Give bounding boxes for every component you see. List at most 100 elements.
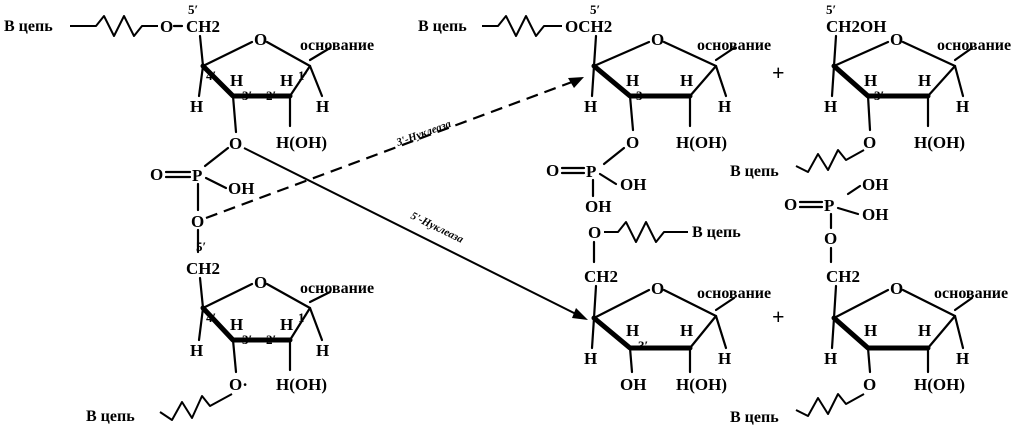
- base-label: основание: [937, 37, 1011, 54]
- bond: [592, 34, 598, 68]
- ch2-group: CH2: [826, 267, 860, 286]
- bond: [308, 290, 332, 304]
- carbon-4-label: 4′: [206, 310, 216, 325]
- carbon-5-label: 5′: [590, 2, 600, 17]
- ring-bonds: [201, 40, 312, 98]
- hydroxyl-group: OH: [585, 197, 611, 216]
- chain-label: В цепь: [730, 163, 779, 180]
- ch2-group: CH2: [186, 17, 220, 36]
- ring-oxygen: O: [254, 30, 267, 49]
- bond: [204, 176, 228, 190]
- chain-label: В цепь: [692, 224, 741, 241]
- bond: [953, 46, 974, 62]
- bond: [231, 94, 238, 134]
- carbon-3-label: 3·: [636, 88, 647, 103]
- bond: [197, 306, 205, 342]
- hydrogen-atom: H: [718, 349, 731, 368]
- hydroxyl-group: H(OH): [276, 133, 327, 152]
- product-3-phosphate: В цепь OCH2 5′ O H 3· H H H основание H(…: [418, 2, 771, 216]
- base-label: основание: [300, 280, 374, 297]
- oxygen-atom: O: [150, 165, 163, 184]
- ch2-group: CH2: [584, 267, 618, 286]
- hydrogen-atom: H: [584, 349, 597, 368]
- carbon-1-label: 1′: [298, 68, 308, 83]
- oxygen-atom: O: [863, 375, 876, 394]
- base-label: основание: [697, 285, 771, 302]
- bond: [832, 34, 838, 68]
- phosphate-group: O O P OH O: [150, 134, 254, 254]
- hydrogen-atom: H: [280, 71, 293, 90]
- hydrogen-atom: H: [864, 71, 877, 90]
- ring-oxygen: O: [890, 279, 903, 298]
- sugar-ring: O 4′ 1′ H 3′ 2′ H H H основание H(OH): [190, 30, 374, 152]
- bond: [953, 314, 965, 350]
- bond: [846, 184, 862, 196]
- carbon-2-label: 2′: [266, 332, 276, 347]
- carbon-2-label: 2′: [266, 88, 276, 103]
- oxygen-atom: O: [824, 229, 837, 248]
- bond: [308, 306, 324, 342]
- hydroxyl-group: H(OH): [914, 133, 965, 152]
- oxygen-atom: O: [191, 212, 204, 231]
- plus-sign: +: [772, 304, 785, 329]
- hydrogen-atom: H: [190, 341, 203, 360]
- carbon-3-label: 3′: [874, 88, 884, 103]
- ring-oxygen: O: [651, 279, 664, 298]
- bond: [830, 316, 836, 350]
- hydrogen-atom: H: [824, 349, 837, 368]
- oxygen-atom: O·: [229, 375, 248, 394]
- hydrogen-atom: H: [718, 97, 731, 116]
- hydrogen-atom: H: [918, 71, 931, 90]
- bond: [198, 34, 205, 68]
- hydrogen-atom: H: [190, 97, 203, 116]
- oxygen-atom: O: [784, 195, 797, 214]
- plus-sign: +: [772, 60, 785, 85]
- hydrogen-atom: H: [280, 315, 293, 334]
- hydroxyl-group: OH: [862, 205, 888, 224]
- bond: [830, 64, 836, 98]
- arrowhead-icon: [572, 308, 588, 320]
- hydrogen-atom: H: [316, 341, 329, 360]
- hydroxyl-group: H(OH): [914, 375, 965, 394]
- hydroxyl-group: OH: [620, 375, 646, 394]
- ring-oxygen: O: [890, 30, 903, 49]
- nuclease-5-label: 5'-Нуклеаза: [409, 210, 466, 246]
- left-dinucleotide: В цепь O CH2 5′ O 4′ 1′ H 3′ 2′ H H H ос…: [4, 2, 374, 425]
- chain-label: В цепь: [730, 409, 779, 426]
- hydrogen-atom: H: [680, 71, 693, 90]
- carbon-4-label: 4′: [206, 68, 216, 83]
- hydrogen-atom: H: [680, 321, 693, 340]
- hydrogen-atom: H: [316, 97, 329, 116]
- oxygen-atom: O: [863, 133, 876, 152]
- chain-wavy-line: [604, 221, 688, 243]
- product-3-hydroxyl: O В цепь CH2 O H 3′ H H H основание H(OH…: [584, 221, 771, 394]
- bond: [231, 338, 238, 374]
- bond: [203, 146, 230, 168]
- hydrogen-atom: H: [918, 321, 931, 340]
- chain-wavy-line: [795, 393, 865, 417]
- nuclease-3-arrow: [205, 80, 573, 220]
- product-5-phosphate: OH O P OH O CH2 O H H H H основание H(OH…: [730, 175, 1008, 426]
- phosphorus-atom: P: [824, 196, 834, 215]
- ring-front-bonds: [831, 315, 931, 351]
- hydrogen-atom: H: [864, 321, 877, 340]
- hydrogen-atom: H: [626, 321, 639, 340]
- oxygen-atom: O: [160, 17, 173, 36]
- hydroxyl-group: H(OH): [276, 375, 327, 394]
- phosphorus-atom: P: [586, 162, 596, 181]
- chain-label-bottom-left: В цепь: [86, 408, 135, 425]
- bond: [308, 64, 324, 98]
- base-label: основание: [934, 285, 1008, 302]
- hydrogen-atom: H: [626, 71, 639, 90]
- nuclease-5-arrow: [243, 147, 577, 315]
- hydrogen-atom: H: [824, 97, 837, 116]
- ring-bonds: [201, 282, 312, 342]
- nuclease-3-label: 3'-Нуклеаза: [394, 118, 453, 149]
- chain-label-top-left: В цепь: [4, 18, 53, 35]
- carbon-3-label: 3′: [242, 332, 252, 347]
- bond: [953, 64, 965, 98]
- bond: [836, 206, 860, 216]
- bond: [628, 346, 634, 374]
- bond: [598, 172, 618, 186]
